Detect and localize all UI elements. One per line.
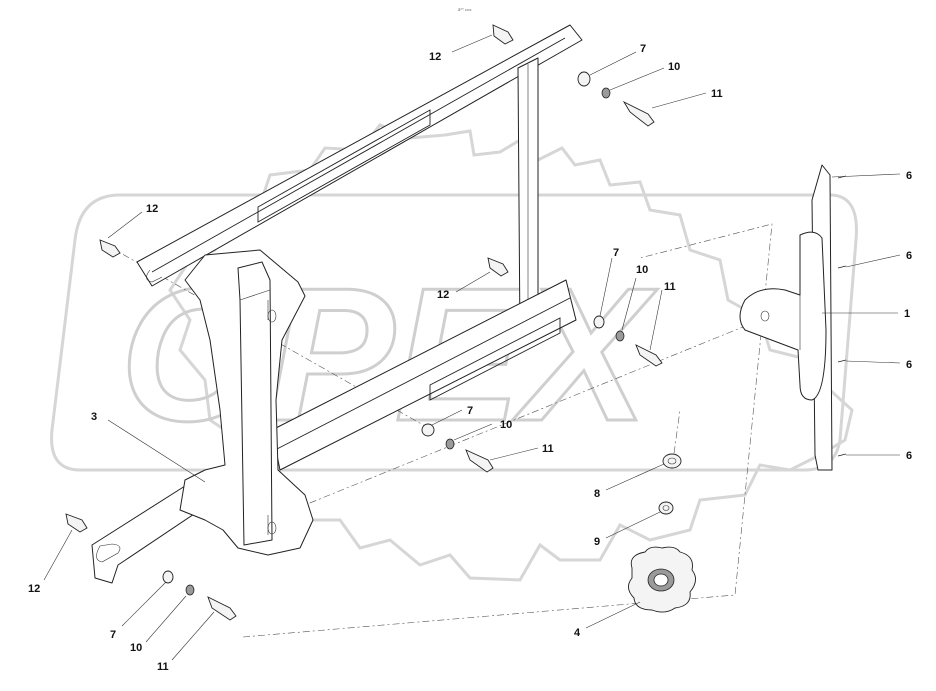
washer-icon bbox=[421, 423, 435, 437]
callout-labels: 12 7 10 11 12 7 10 11 12 3 7 10 11 8 9 4… bbox=[28, 43, 912, 673]
screw-icon bbox=[635, 344, 663, 367]
leader-lines bbox=[43, 34, 901, 661]
screw-icon bbox=[622, 100, 655, 127]
stud-icon bbox=[65, 513, 88, 533]
callout-1: 1 bbox=[904, 308, 910, 320]
bracket-clip bbox=[739, 231, 827, 401]
washer-icon bbox=[162, 570, 174, 584]
upper-rail bbox=[136, 24, 583, 287]
header-text: a⁰⁰ ₁₀₀₀ bbox=[458, 7, 472, 12]
pin-icon bbox=[837, 265, 847, 269]
callout-12-bottom: 12 bbox=[28, 583, 40, 595]
lock-washer-icon bbox=[615, 330, 625, 342]
knob-assembly bbox=[628, 453, 696, 613]
callout-10-bottom: 10 bbox=[130, 642, 142, 654]
callout-4: 4 bbox=[574, 627, 581, 639]
hardware-top bbox=[577, 71, 655, 127]
mounting-plate-assembly bbox=[739, 164, 847, 471]
watermark-plate-outline bbox=[50, 193, 858, 472]
callout-9: 9 bbox=[594, 536, 600, 548]
hardware-middle bbox=[593, 315, 663, 367]
callout-12-mid: 12 bbox=[437, 289, 449, 301]
callout-10-low: 10 bbox=[500, 419, 512, 431]
callout-11-low: 11 bbox=[542, 443, 554, 455]
studs bbox=[65, 24, 514, 533]
callout-6-c: 6 bbox=[906, 359, 912, 371]
washer-9-icon bbox=[658, 501, 674, 515]
callout-6-b: 6 bbox=[906, 250, 912, 262]
callout-7-bottom: 7 bbox=[110, 629, 116, 641]
callout-11-top: 11 bbox=[711, 88, 723, 100]
pin-icon bbox=[837, 359, 847, 363]
lock-washer-icon bbox=[601, 87, 611, 99]
lock-washer-icon bbox=[185, 584, 195, 596]
callout-10-mid: 10 bbox=[636, 264, 648, 276]
callout-10-top: 10 bbox=[668, 61, 680, 73]
screw-icon bbox=[465, 449, 494, 473]
callout-11-mid: 11 bbox=[664, 281, 676, 293]
callout-12-top: 12 bbox=[429, 51, 441, 63]
center-web-plate bbox=[237, 261, 273, 546]
pin-icon bbox=[837, 453, 847, 457]
washer-icon bbox=[593, 315, 605, 329]
callout-7-top: 7 bbox=[640, 43, 646, 55]
hardware-low bbox=[421, 423, 494, 473]
callout-3: 3 bbox=[91, 411, 97, 423]
washer-icon bbox=[577, 71, 591, 87]
callout-7-mid: 7 bbox=[613, 247, 619, 259]
hardware-bottom bbox=[162, 570, 237, 621]
bracket-frame bbox=[91, 24, 583, 584]
screw-icon bbox=[207, 596, 237, 621]
callout-8: 8 bbox=[594, 488, 600, 500]
callout-12-left: 12 bbox=[146, 203, 158, 215]
stud-icon bbox=[99, 239, 121, 258]
lock-washer-icon bbox=[445, 438, 455, 450]
stud-icon bbox=[487, 257, 509, 277]
callout-6-d: 6 bbox=[906, 450, 912, 462]
callout-6-a: 6 bbox=[906, 170, 912, 182]
washer-8-icon bbox=[662, 453, 682, 469]
callout-7-low: 7 bbox=[467, 405, 473, 417]
stud-icon bbox=[492, 24, 514, 45]
callout-11-bottom: 11 bbox=[157, 661, 169, 673]
